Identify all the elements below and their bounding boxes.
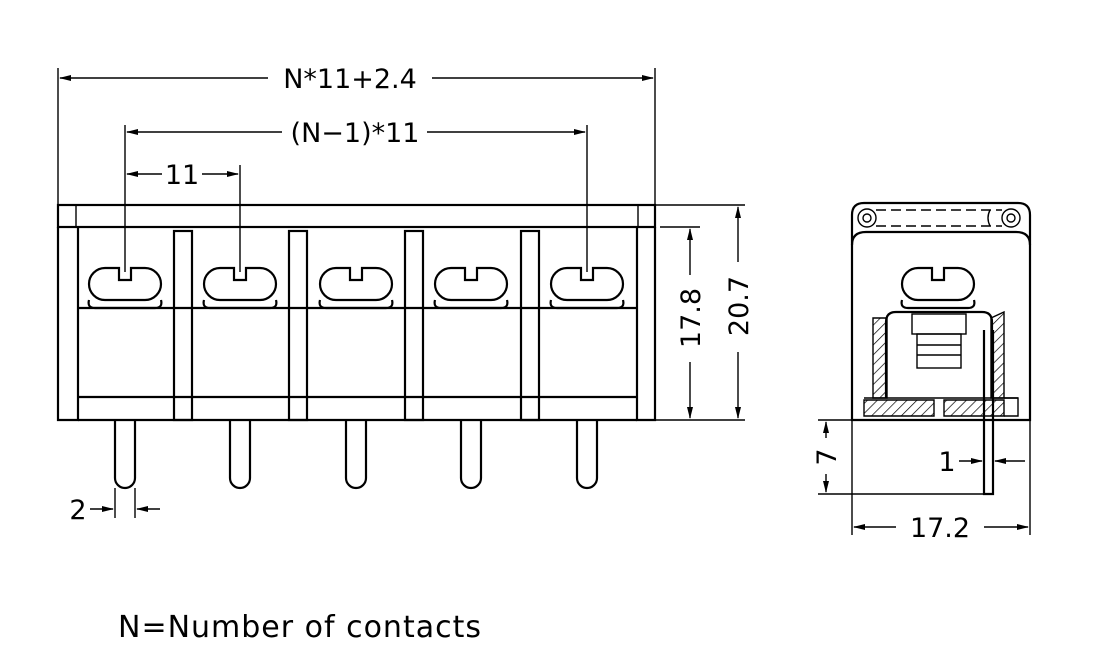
total-height-label: 20.7 xyxy=(724,276,755,336)
side-screw xyxy=(900,266,976,310)
cover-hinge-right xyxy=(1001,208,1021,228)
screw-2 xyxy=(202,266,278,310)
contacts-note: N=Number of contacts xyxy=(118,610,482,645)
dimension-heights: 17.8 20.7 xyxy=(655,204,755,421)
dimension-pitch-span: (N−1)*11 xyxy=(124,118,588,272)
dimension-pitch: 11 xyxy=(126,160,241,272)
pin-offset-label: 1 xyxy=(938,447,955,478)
top-rail xyxy=(56,203,657,229)
screw-1 xyxy=(87,266,163,310)
depth-label: 17.2 xyxy=(910,513,970,544)
side-pin xyxy=(982,330,995,496)
dimension-pin-offset: 1 xyxy=(938,447,1025,478)
pitch-span-label: (N−1)*11 xyxy=(291,118,420,149)
cover-hinge-left xyxy=(857,208,877,228)
screw-4 xyxy=(433,266,509,310)
dimension-pin-length: 7 xyxy=(812,419,984,495)
barriers xyxy=(172,229,541,422)
left-end-wall xyxy=(56,227,80,422)
dimension-depth: 17.2 xyxy=(851,420,1031,544)
side-view xyxy=(850,201,1032,496)
dimension-pin-width: 2 xyxy=(69,488,160,526)
pin-length-label: 7 xyxy=(812,448,843,465)
pitch-label: 11 xyxy=(165,160,199,191)
side-body-outline xyxy=(850,201,1032,422)
body-height-label: 17.8 xyxy=(676,288,707,348)
hatched-section xyxy=(863,310,1019,417)
dimension-overall-length: N*11+2.4 xyxy=(57,64,656,205)
screw-5 xyxy=(549,266,625,310)
pin-width-label: 2 xyxy=(69,495,86,526)
pins xyxy=(113,420,599,490)
overall-length-label: N*11+2.4 xyxy=(283,64,417,95)
front-view xyxy=(56,203,657,490)
screw-3 xyxy=(318,266,394,310)
right-end-wall xyxy=(635,227,657,422)
